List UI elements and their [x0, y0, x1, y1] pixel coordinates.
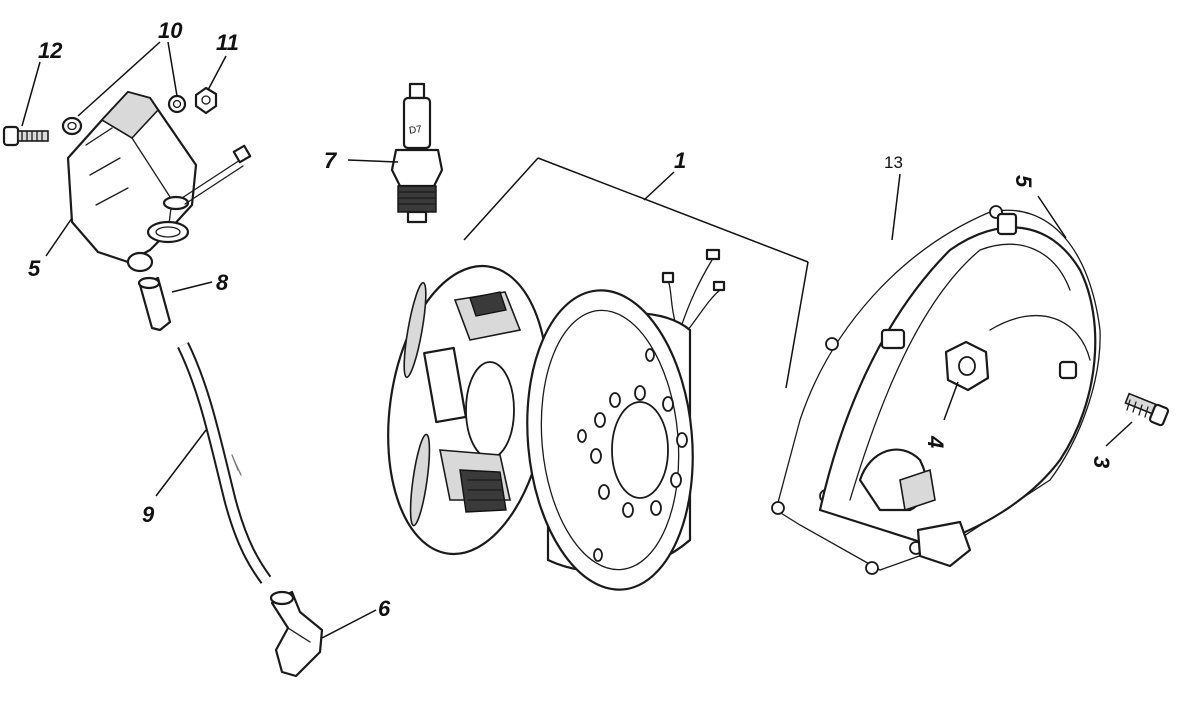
- label-1: 1: [674, 148, 686, 173]
- spark-plug-7: D7: [390, 82, 444, 224]
- flywheel-rotor: [526, 289, 694, 591]
- stator-coils: [423, 291, 522, 513]
- label-8: 8: [216, 270, 229, 295]
- coil-nut: [194, 86, 218, 115]
- label-3: 3: [1089, 456, 1114, 468]
- leader-lines: [21, 41, 1133, 639]
- flywheel-nut: [944, 340, 990, 392]
- label-5-coil: 5: [28, 256, 41, 281]
- plug-cap-6: [269, 590, 324, 678]
- label-10: 10: [158, 18, 183, 43]
- label-6: 6: [378, 596, 391, 621]
- magneto-cover: [818, 212, 1097, 568]
- suppressor-cap-8: [137, 276, 172, 332]
- label-9: 9: [142, 502, 155, 527]
- spark-plug-marking: D7: [408, 124, 423, 137]
- ignition-coil: [66, 90, 252, 273]
- label-4: 4: [923, 435, 948, 448]
- label-7: 7: [324, 148, 338, 173]
- ht-lead-9: [177, 342, 272, 584]
- label-5-gasket: 5: [1011, 175, 1036, 188]
- label-13: 13: [884, 153, 903, 172]
- cover-screw: [1124, 392, 1170, 427]
- stator-base-plate: [387, 264, 549, 556]
- washer-left: [61, 116, 83, 136]
- coil-screw: [2, 125, 49, 147]
- label-11: 11: [216, 30, 239, 55]
- label-12: 12: [38, 38, 63, 63]
- callout-labels: 12 10 11 5 8 9 6 7 1 13 5 4 3: [28, 18, 1114, 621]
- washer-right: [167, 94, 187, 114]
